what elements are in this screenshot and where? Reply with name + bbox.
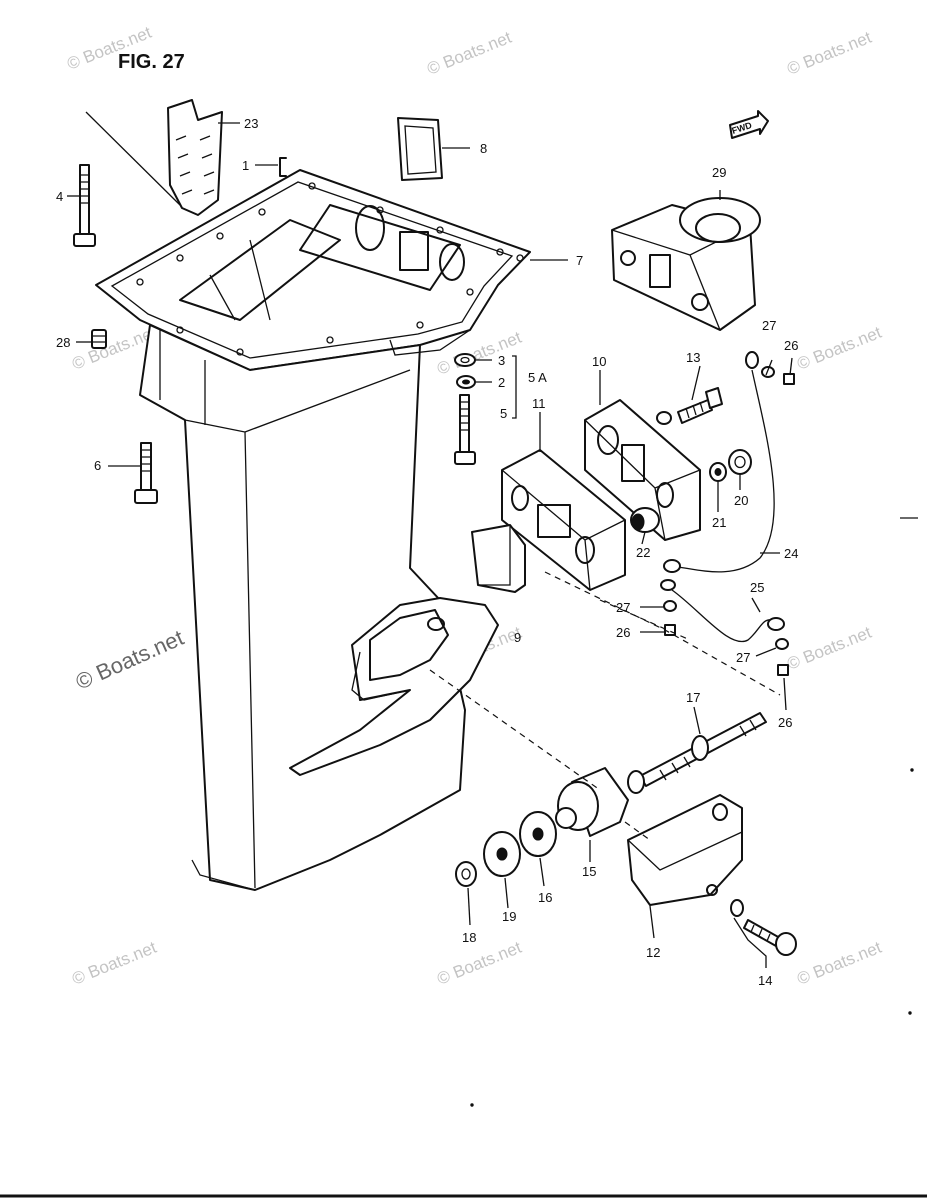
callout-14: 14 [758,973,772,988]
part-28-screw [91,329,107,349]
part-13-bolt [656,387,723,425]
leader-lines [67,122,793,968]
part-27-washer [775,638,789,650]
part-22-collar [630,507,660,533]
callout-25: 25 [750,580,764,595]
callout-18: 18 [462,930,476,945]
watermark: © Boats.net [434,938,524,989]
part-24-ground-wire [663,351,775,573]
callout-16: 16 [538,890,552,905]
part-19-washer [483,831,521,877]
callout-26: 26 [616,625,630,640]
callout-12: 12 [646,945,660,960]
figure-title: FIG. 27 [118,51,185,73]
part-14-bolt [730,899,797,956]
part-9-rubber-pad [471,524,526,593]
watermark: © Boats.net [794,323,884,374]
callout-13: 13 [686,350,700,365]
callout-17: 17 [686,690,700,705]
callout-1: 1 [242,158,249,173]
callout-7: 7 [576,253,583,268]
callout-24: 24 [784,546,798,561]
part-26-screw [783,373,795,385]
callout-21: 21 [712,515,726,530]
callout-23: 23 [244,116,258,131]
watermark: © Boats.net [784,623,874,674]
callout-29: 29 [712,165,726,180]
callout-4: 4 [56,189,63,204]
part-27-washer [663,600,677,612]
callout-9: 9 [514,630,521,645]
callout-2: 2 [498,375,505,390]
watermark: © Boats.net [784,28,874,79]
part-21-washer [709,462,727,482]
part-27-washer [761,366,775,378]
part-3-washer [454,353,476,367]
callout-11: 11 [532,396,546,411]
callout-3: 3 [498,353,505,368]
callout-20: 20 [734,493,748,508]
callout-10: 10 [592,354,606,369]
callout-27: 27 [616,600,630,615]
part-20-nut [728,449,752,475]
part-17-bolt [627,712,767,794]
part-15-mount [555,767,629,837]
part-16-washer [519,811,557,857]
callout-5: 5 [500,406,507,421]
callout-5a: 5 A [528,370,547,385]
part-18-nut [455,861,477,887]
callout-27: 27 [736,650,750,665]
part-10-bracket [584,399,701,541]
drive-shaft-housing [95,169,531,891]
callout-15: 15 [582,864,596,879]
callout-8: 8 [480,141,487,156]
callout-26: 26 [778,715,792,730]
callout-6: 6 [94,458,101,473]
watermark: © Boats.net [424,28,514,79]
part-8-grommet [397,117,443,181]
callout-19: 19 [502,909,516,924]
part-4-bolt [73,164,96,247]
watermark-large: © Boats.net [72,625,187,695]
part-2-washer [456,375,476,389]
callout-22: 22 [636,545,650,560]
forward-direction-icon: FWD [729,110,769,139]
callout-26: 26 [784,338,798,353]
part-1-clip [279,157,287,177]
part-26-screw [664,624,676,636]
part-29-bracket [611,197,761,331]
part-23-mount [167,99,223,216]
part-6-bolt [134,442,158,504]
watermark: © Boats.net [69,938,159,989]
callout-labels: 23 1 4 8 7 28 3 2 5 A 5 6 29 10 11 13 27… [56,116,798,988]
callout-27: 27 [762,318,776,333]
callout-28: 28 [56,335,70,350]
watermark: © Boats.net [794,938,884,989]
part-5-bolt [454,394,476,465]
part-25-ground-wire [660,579,785,643]
part-26-screw [777,664,789,676]
part-12-cover [627,794,743,906]
